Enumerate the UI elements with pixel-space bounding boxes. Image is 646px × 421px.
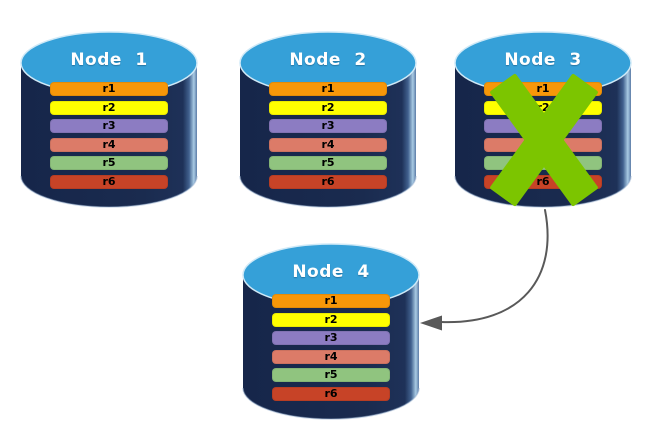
database-cylinder-icon [239,31,417,208]
replica-row-r3: r3 [272,331,390,345]
node-label: Node 2 [289,50,367,70]
replica-row-r6: r6 [272,386,390,401]
node-label: Node 3 [504,50,582,70]
db-node-1: Node 1 r1 r2 r3 r4 r5 r6 [18,27,200,211]
arrow-curve [440,209,549,324]
cylinder-body [21,63,197,207]
replica-row-r1: r1 [50,82,168,96]
replica-row-r5: r5 [272,368,390,382]
replica-row-r1: r1 [484,82,602,96]
replica-row-r4: r4 [269,137,387,152]
replica-row-r4: r4 [484,137,602,152]
replica-row-r4: r4 [50,137,168,152]
replica-row-r3: r3 [269,119,387,133]
replica-row-r2: r2 [269,100,387,115]
replica-rows: r1 r2 r3 r4 r5 r6 [269,82,387,193]
cylinder-bottom-rim [454,175,632,208]
db-node-2: Node 2 r1 r2 r3 r4 r5 r6 [237,27,419,211]
replica-row-r5: r5 [50,156,168,170]
replica-row-r5: r5 [484,156,602,170]
cylinder-body [240,63,416,207]
replica-rows: r1 r2 r3 r4 r5 r6 [272,294,390,405]
replica-row-r6: r6 [50,174,168,189]
replica-row-r4: r4 [272,349,390,364]
arrow-head-icon [420,315,442,331]
replica-row-r3: r3 [484,119,602,133]
replica-row-r6: r6 [269,174,387,189]
replica-row-r2: r2 [50,100,168,115]
cylinder-bottom-rim [20,175,198,208]
replica-row-r5: r5 [269,156,387,170]
replica-rows: r1 r2 r3 r4 r5 r6 [484,82,602,193]
replica-row-r3: r3 [50,119,168,133]
replica-row-r2: r2 [484,100,602,115]
cylinder-body [243,275,419,419]
cylinder-bottom-rim [239,175,417,208]
replica-row-r1: r1 [269,82,387,96]
database-cylinder-icon [20,31,198,208]
db-node-4: Node 4 r1 r2 r3 r4 r5 r6 [240,239,422,421]
db-node-3: Node 3 r1 r2 r3 r4 r5 r6 [452,27,634,211]
replica-row-r2: r2 [272,312,390,327]
replica-row-r1: r1 [272,294,390,308]
node-label: Node 4 [292,262,370,282]
node-label: Node 1 [70,50,148,70]
replica-rows: r1 r2 r3 r4 r5 r6 [50,82,168,193]
replica-row-r6: r6 [484,174,602,189]
